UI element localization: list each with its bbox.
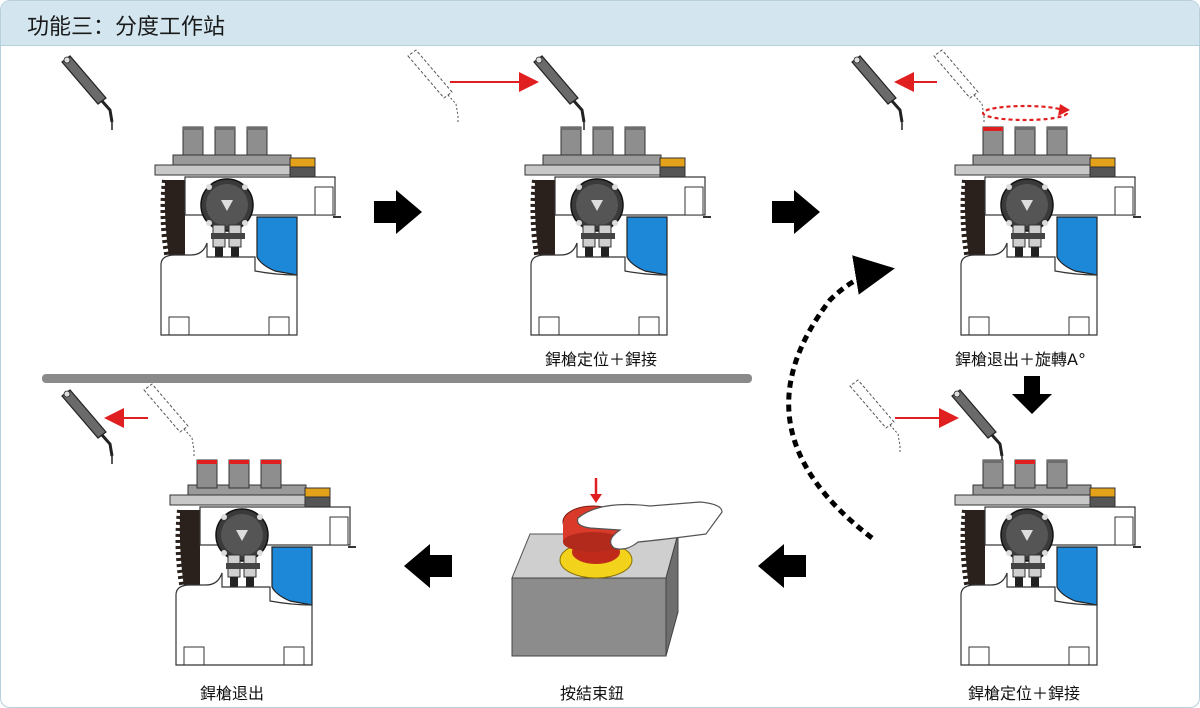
indexing-station [955, 485, 1141, 665]
torch-previous-position-icon [933, 49, 985, 125]
torch-previous-position-icon [407, 49, 459, 125]
step-5-label: 按結束鈕 [560, 684, 625, 703]
rotation-arrow-icon [981, 104, 1069, 122]
flow-arrow-left-icon [758, 544, 806, 588]
divider-bar [42, 374, 752, 383]
flow-arrow-left-icon [404, 544, 452, 588]
station-step-1 [60, 54, 341, 335]
indexing-station [155, 155, 341, 335]
step-4-label: 銲槍定位＋銲接 [968, 684, 1081, 703]
station-step-3 [850, 49, 1141, 335]
welding-torch-icon [950, 388, 1004, 466]
welding-torch-icon [850, 54, 904, 132]
indexing-station [170, 485, 356, 665]
station-step-4 [849, 379, 1141, 665]
step-3-label: 銲槍退出＋旋轉A° [955, 350, 1086, 369]
flow-arrow-right-icon [772, 190, 820, 234]
step-6-label: 銲槍退出 [200, 684, 265, 703]
indexing-station [955, 155, 1141, 335]
station-step-6 [60, 383, 356, 665]
welding-torch-icon [60, 388, 114, 466]
torch-previous-position-icon [849, 379, 901, 455]
indexing-station [525, 155, 711, 335]
flow-arrow-down-icon [1012, 376, 1052, 414]
welding-torch-icon [60, 54, 114, 132]
flow-arrow-right-icon [374, 190, 422, 234]
hand-icon [576, 501, 723, 550]
welding-torch-icon [532, 54, 586, 132]
end-button-illustration [511, 478, 723, 657]
repeat-cycle-arrow [786, 255, 895, 540]
torch-previous-position-icon [143, 383, 195, 459]
page-title: 功能三：分度工作站 [27, 15, 226, 40]
title-bar: 功能三：分度工作站 [1, 1, 1199, 46]
step-2-label: 銲槍定位＋銲接 [545, 350, 658, 369]
station-step-2 [407, 49, 711, 335]
